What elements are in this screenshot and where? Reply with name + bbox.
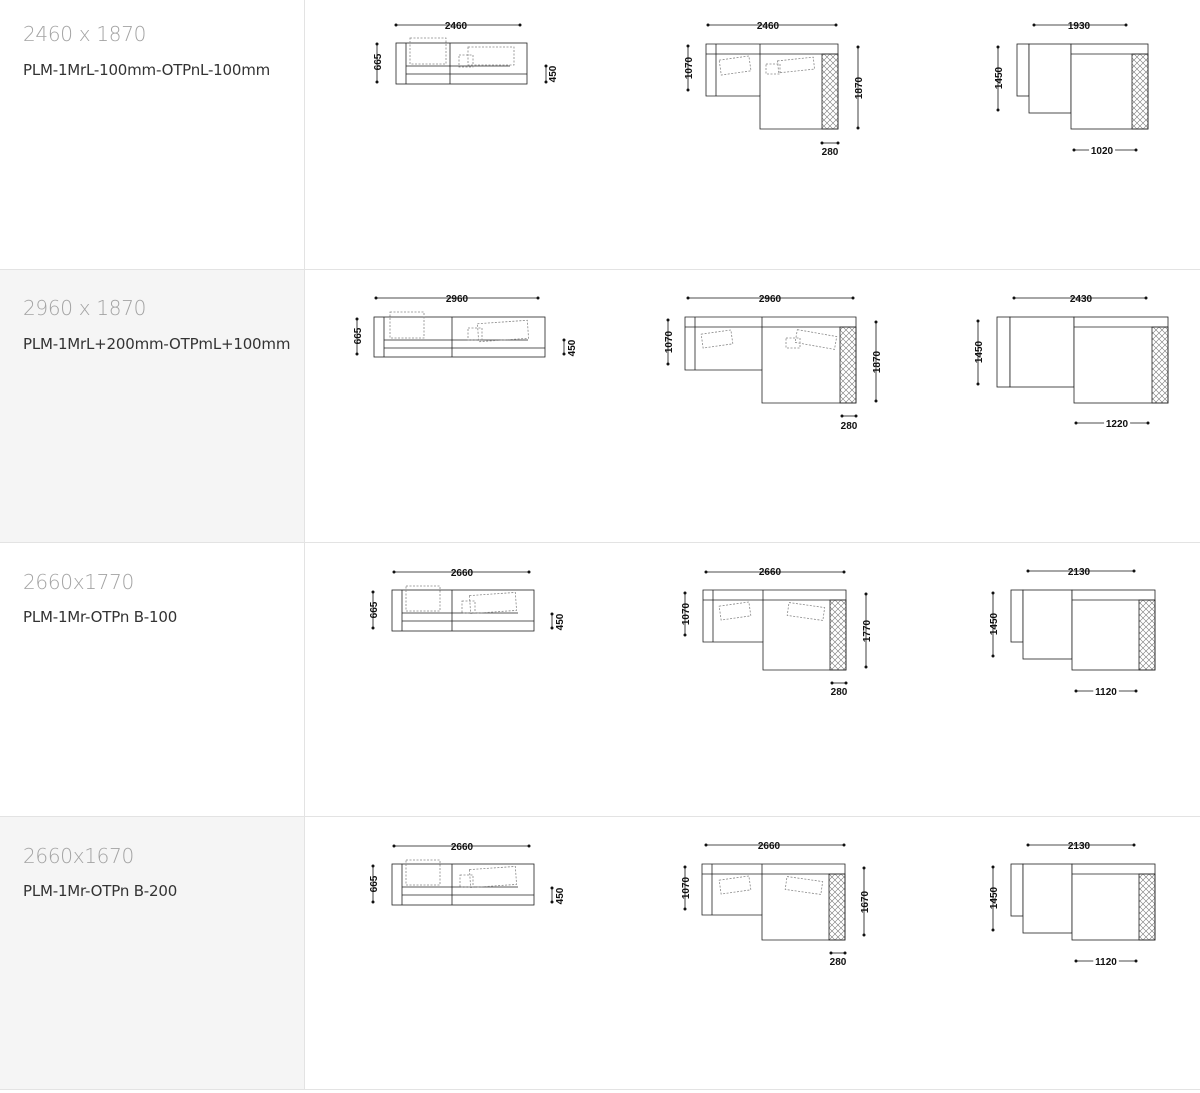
size-title: 2960 x 1870 — [23, 296, 147, 320]
front-width-label: 2660 — [451, 568, 474, 579]
top-view-drawing: 2460 1070 1870 280 — [680, 0, 880, 170]
front-height-label: 665 — [373, 53, 384, 70]
product-row: 2660x1770 PLM-1Mr-OTPn B-100 2660 665 45… — [0, 542, 1200, 816]
top-width-label: 2960 — [759, 294, 782, 305]
top-arm-label: 280 — [822, 147, 839, 158]
model-code: PLM-1MrL-100mm-OTPnL-100mm — [23, 61, 271, 79]
model-code: PLM-1MrL+200mm-OTPmL+100mm — [23, 335, 291, 353]
front-width-label: 2960 — [446, 294, 469, 305]
layout-width-label: 2130 — [1068, 841, 1091, 852]
label-cell: 2960 x 1870 PLM-1MrL+200mm-OTPmL+100mm — [0, 270, 305, 543]
layout-view-drawing: 1930 1450 1020 — [990, 0, 1190, 170]
top-depth-left-label: 1070 — [681, 876, 692, 899]
layout-height-label: 1450 — [989, 886, 1000, 909]
top-arm-label: 280 — [831, 687, 848, 698]
top-width-label: 2460 — [757, 21, 780, 32]
front-height-label: 665 — [369, 875, 380, 892]
front-view-drawing: 2960 665 450 — [350, 270, 590, 370]
layout-view-drawing: 2430 1450 1220 — [970, 270, 1190, 440]
layout-width-label: 2430 — [1070, 294, 1093, 305]
size-title: 2660x1770 — [23, 570, 134, 594]
top-view-drawing: 2660 1070 1670 280 — [676, 817, 896, 987]
front-seat-label: 450 — [555, 887, 566, 904]
top-depth-left-label: 1070 — [681, 602, 692, 625]
top-depth-left-label: 1070 — [664, 330, 675, 353]
layout-chaise-label: 1120 — [1095, 957, 1117, 968]
layout-chaise-label: 1020 — [1091, 146, 1114, 157]
top-arm-label: 280 — [830, 957, 847, 968]
top-depth-right-label: 1670 — [860, 890, 871, 913]
front-view-drawing: 2660 665 450 — [366, 543, 586, 643]
top-view-drawing: 2660 1070 1770 280 — [676, 543, 896, 713]
top-depth-right-label: 1770 — [862, 619, 873, 642]
top-depth-left-label: 1070 — [684, 56, 695, 79]
product-row: 2660x1670 PLM-1Mr-OTPn B-200 2660 665 45… — [0, 816, 1200, 1090]
front-width-label: 2460 — [445, 21, 468, 32]
front-seat-label: 450 — [555, 613, 566, 630]
top-depth-right-label: 1870 — [872, 350, 883, 373]
label-cell: 2660x1670 PLM-1Mr-OTPn B-200 — [0, 817, 305, 1090]
top-width-label: 2660 — [759, 567, 782, 578]
size-title: 2460 x 1870 — [23, 22, 147, 46]
top-arm-label: 280 — [841, 421, 858, 432]
top-width-label: 2660 — [758, 841, 781, 852]
top-view-drawing: 2960 1070 1870 280 — [660, 270, 900, 440]
table-bottom-border — [0, 1089, 1200, 1090]
label-cell: 2460 x 1870 PLM-1MrL-100mm-OTPnL-100mm — [0, 0, 305, 273]
front-view-drawing: 2660 665 450 — [366, 817, 586, 917]
model-code: PLM-1Mr-OTPn B-100 — [23, 608, 178, 626]
label-cell: 2660x1770 PLM-1Mr-OTPn B-100 — [0, 543, 305, 816]
layout-height-label: 1450 — [974, 340, 985, 363]
product-row: 2960 x 1870 PLM-1MrL+200mm-OTPmL+100mm 2… — [0, 269, 1200, 543]
front-height-label: 665 — [369, 601, 380, 618]
layout-view-drawing: 2130 1450 1120 — [984, 817, 1184, 987]
front-height-label: 665 — [353, 327, 364, 344]
layout-view-drawing: 2130 1450 1120 — [984, 543, 1184, 713]
layout-height-label: 1450 — [994, 66, 1005, 89]
size-title: 2660x1670 — [23, 844, 134, 868]
front-seat-label: 450 — [548, 65, 559, 82]
layout-chaise-label: 1220 — [1106, 419, 1129, 430]
layout-chaise-label: 1120 — [1095, 687, 1117, 698]
top-depth-right-label: 1870 — [854, 76, 865, 99]
front-width-label: 2660 — [451, 842, 474, 853]
front-view-drawing: 2460 665 450 — [370, 0, 570, 100]
layout-width-label: 1930 — [1068, 21, 1091, 32]
front-seat-label: 450 — [567, 339, 578, 356]
layout-width-label: 2130 — [1068, 567, 1091, 578]
model-code: PLM-1Mr-OTPn B-200 — [23, 882, 178, 900]
product-row: 2460 x 1870 PLM-1MrL-100mm-OTPnL-100mm 2… — [0, 0, 1200, 273]
layout-height-label: 1450 — [989, 612, 1000, 635]
